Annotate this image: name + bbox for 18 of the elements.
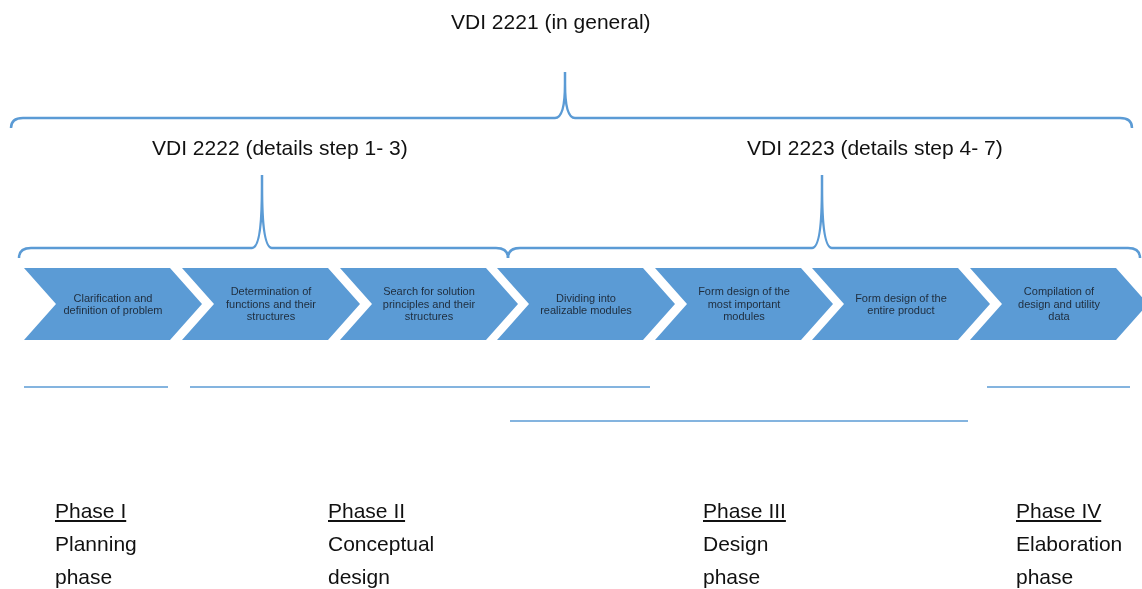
step-text: Search for solution principles and their structures	[381, 285, 477, 323]
phase-name: Elaboration phase	[1016, 531, 1124, 589]
phase-name: Conceptual design	[328, 531, 436, 589]
phase-number: Phase I	[55, 498, 128, 524]
phase-name: Planning phase	[55, 531, 138, 589]
phase-name: Design phase	[703, 531, 770, 589]
step-text: Clarification and definition of problem	[62, 291, 164, 317]
phase-number: Phase II	[328, 498, 407, 524]
standard-heading: VDI 2221 (in general)	[451, 10, 651, 34]
step-text: Dividing into realizable modules	[539, 291, 633, 317]
standard-heading: VDI 2222 (details step 1- 3)	[152, 136, 408, 160]
step-text: Form design of the entire product	[854, 291, 948, 317]
step-text: Form design of the most important modules	[697, 285, 791, 323]
standard-heading: VDI 2223 (details step 4- 7)	[747, 136, 1003, 160]
step-text: Compilation of design and utility data	[1017, 285, 1101, 323]
phase-number: Phase III	[703, 498, 787, 524]
phase-number: Phase IV	[1016, 498, 1103, 524]
step-text: Determination of functions and their structures	[225, 285, 317, 323]
